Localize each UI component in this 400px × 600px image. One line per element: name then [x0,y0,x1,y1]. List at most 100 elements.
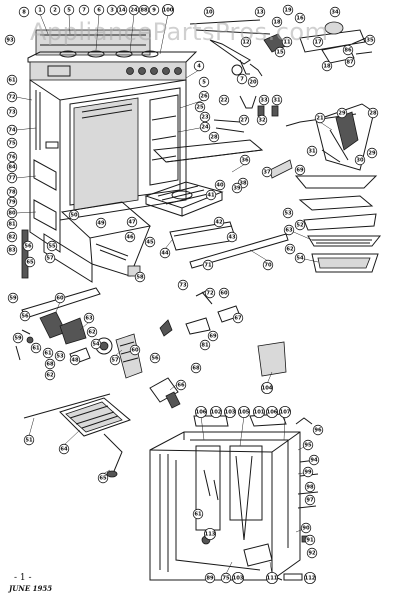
part-callout: 54 [294,252,306,264]
part-callout: 12 [240,36,252,48]
part-callout: 18 [271,16,283,28]
part-callout: 58 [134,271,146,283]
part-callout: 10 [203,6,215,18]
part-callout: 6 [93,4,105,16]
part-number-label: 54 [92,341,100,347]
part-number-label: 103 [225,409,236,415]
part-number-label: 96 [314,427,322,433]
part-callout: 17 [312,36,324,48]
part-number-label: 36 [241,157,249,163]
part-number-label: 56 [24,243,32,249]
part-callout: 24 [128,4,140,16]
part-callout: 11 [281,36,293,48]
part-callout: 72 [204,287,216,299]
part-number-label: 25 [196,104,204,110]
part-callout: 77 [6,172,18,184]
part-number-label: 94 [310,457,318,463]
part-number-label: 51 [25,437,33,443]
part-number-label: 9 [152,7,156,13]
part-number-label: 28 [210,134,218,140]
part-number-label: 87 [346,59,354,65]
part-number-label: 30 [356,157,364,163]
part-callout: 60 [54,292,66,304]
part-number-label: 56 [151,355,159,361]
part-number-label: 15 [276,49,284,55]
part-callout: 78 [6,186,18,198]
part-callout: 83 [6,244,18,256]
part-callout: 43 [226,231,238,243]
part-number-label: 65 [26,259,34,265]
part-callout: 15 [274,46,286,58]
part-callout: 106 [194,405,207,418]
part-callout: 76 [6,151,18,163]
part-callout: 54 [90,338,102,350]
part-callout: 30 [354,154,366,166]
part-callout: 42 [213,216,225,228]
part-number-label: 82 [8,234,16,240]
part-number-label: 57 [111,357,119,363]
part-number-label: 27 [240,117,248,123]
part-number-label: 63 [285,227,293,233]
part-number-label: 23 [201,114,209,120]
page-number: - 1 - [14,573,32,583]
part-callout: 81 [6,218,18,230]
part-callout: 5 [198,76,210,88]
part-callout: 100 [161,4,174,16]
part-callout: 40 [214,179,226,191]
part-callout: 21 [314,112,326,124]
bracket-104 [257,341,287,377]
part-number-label: 4 [197,63,201,69]
part-number-label: 7 [82,7,86,13]
part-callout: 64 [58,443,70,455]
part-callout: 86 [342,44,354,56]
part-callout: 56 [19,310,31,322]
part-callout: 31 [306,145,318,157]
broiler-pan-racks [144,139,293,269]
part-callout: 69 [207,330,219,342]
part-callout: 46 [124,231,136,243]
part-callout: 22 [218,94,230,106]
part-callout: 73 [177,279,189,291]
part-callout: 48 [69,354,81,366]
part-number-label: 58 [136,274,144,280]
part-number-label: 59 [9,295,17,301]
part-callout: 84 [6,161,18,173]
part-number-label: 112 [305,575,316,581]
part-number-label: 91 [306,537,314,543]
part-number-label: 74 [8,127,16,133]
part-callout: 27 [238,114,250,126]
part-number-label: 63 [85,315,93,321]
part-number-label: 104 [262,385,273,391]
part-number-label: 6 [97,7,101,13]
part-number-label: 19 [284,7,292,13]
part-number-label: 49 [97,220,105,226]
part-number-label: 40 [216,182,224,188]
cabinet-body [149,413,319,581]
part-callout: 73 [6,106,18,118]
part-number-label: 34 [331,9,339,15]
part-number-label: 64 [60,446,68,452]
part-callout: 34 [329,6,341,18]
part-callout: 67 [232,312,244,324]
part-number-label: 17 [314,39,322,45]
part-number-label: 77 [8,175,16,181]
part-callout: 105 [237,405,250,418]
part-callout: 29 [336,107,348,119]
part-number-label: 24 [201,124,209,130]
part-number-label: 61 [32,345,40,351]
part-number-label: 65 [99,475,107,481]
part-callout: 62 [284,243,296,255]
part-number-label: 14 [118,7,126,13]
part-callout: 18 [321,60,333,72]
part-number-label: 2 [53,7,57,13]
part-callout: 61 [42,347,54,359]
part-callout: 5 [63,4,75,16]
part-number-label: 106 [267,409,278,415]
part-callout: 23 [199,111,211,123]
part-number-label: 57 [46,255,54,261]
part-callout: 101 [252,405,265,418]
part-callout: 3 [106,4,118,16]
part-number-label: 29 [338,110,346,116]
part-callout: 102 [209,405,222,418]
part-number-label: 75 [222,575,230,581]
